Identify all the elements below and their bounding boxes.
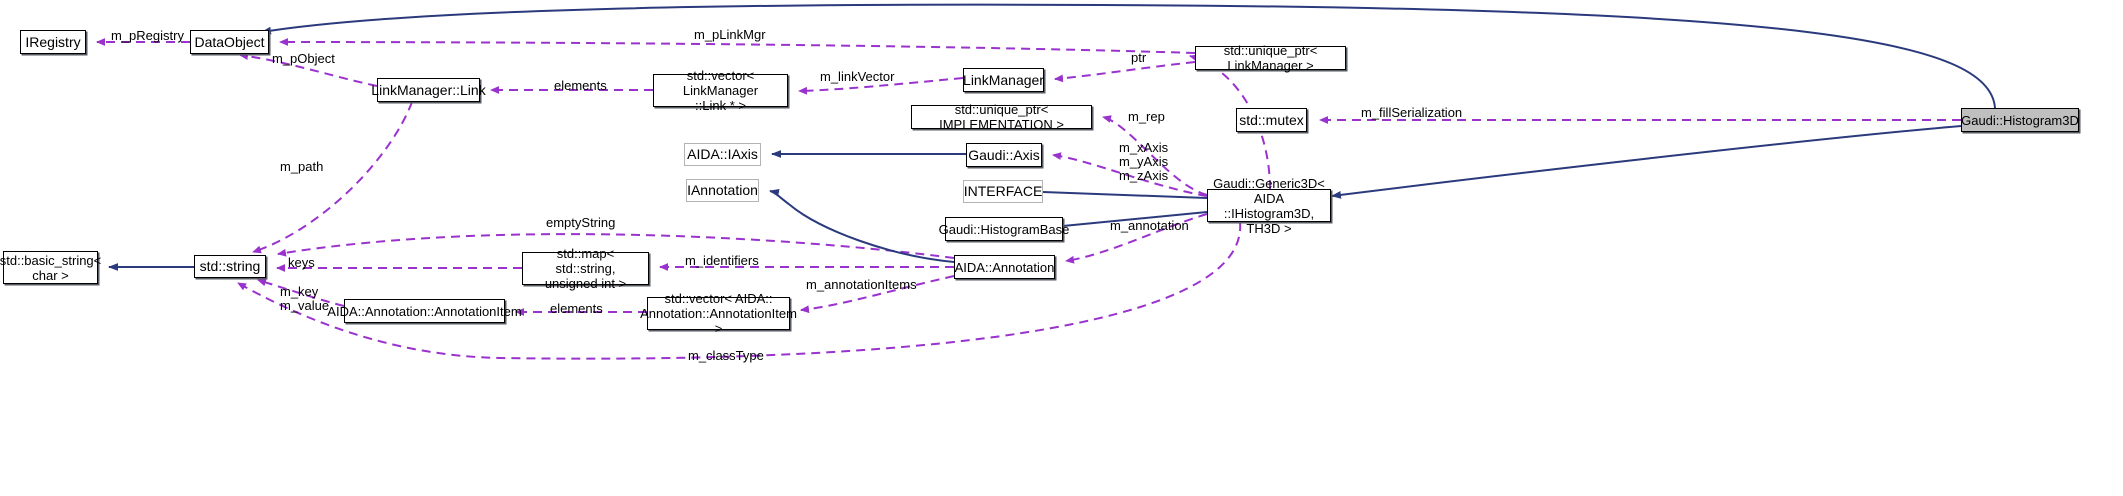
edge-m_rep (1102, 115, 1208, 196)
edge-generic3d-to-uniqlinkmgr (1189, 54, 1271, 190)
node-linkmanager[interactable]: LinkManager (963, 68, 1044, 92)
edge-label-emptyString: emptyString (546, 215, 616, 230)
node-interface[interactable]: INTERFACE (963, 180, 1043, 203)
edge-label-m_linkVector: m_linkVector (820, 69, 895, 84)
node-gaudi-axis[interactable]: Gaudi::Axis (966, 143, 1042, 167)
node-gaudi-histogram3d[interactable]: Gaudi::Histogram3D (1961, 108, 2079, 132)
edge-m_pLinkMgr (279, 38, 1196, 54)
node-gaudi-histogrambase[interactable]: Gaudi::HistogramBase (939, 217, 1069, 241)
node-iregistry[interactable]: IRegistry (20, 30, 86, 54)
node-linkmanager-link[interactable]: LinkManager::Link (371, 78, 486, 102)
edge-m_annotation (1065, 213, 1208, 264)
edge-label-m_classType: m_classType (688, 348, 764, 363)
node-aida-annotation[interactable]: AIDA::Annotation (954, 255, 1055, 279)
node-std-mutex[interactable]: std::mutex (1236, 108, 1307, 132)
edge-label-keys: keys (288, 255, 315, 270)
edge-label-m_rep: m_rep (1128, 109, 1165, 124)
edge-inherit-histobase-generic3d (1062, 211, 1208, 227)
node-std-basic-string[interactable]: std::basic_string< char > (0, 251, 102, 284)
edge-label-m_path: m_path (280, 159, 324, 174)
node-std-map-string-uint[interactable]: std::map< std::string, unsigned int > (522, 246, 649, 291)
edge-label-m_annotationItems: m_annotationItems (806, 277, 917, 292)
edge-m_path (252, 101, 413, 254)
edge-label-m_pObject: m_pObject (272, 51, 335, 66)
node-std-string[interactable]: std::string (194, 255, 266, 278)
edge-label-m_pRegistry: m_pRegistry (111, 28, 184, 43)
edge-label-m_identifiers: m_identifiers (685, 253, 759, 268)
node-vector-linkmanager-link[interactable]: std::vector< LinkManager ::Link * > (653, 68, 788, 113)
edge-ptr (1054, 61, 1196, 83)
edge-label-elements-link: elements (554, 78, 607, 93)
edge-label-m_annotation: m_annotation (1110, 218, 1189, 233)
edge-label-axes: m_xAxis m_yAxis m_zAxis (1119, 140, 1169, 183)
edge-inherit-histogram3d-generic3d (1331, 125, 1962, 199)
edge-emptyString (277, 233, 955, 259)
edge-label-m_key-m_value: m_key m_value (280, 284, 330, 313)
node-aida-iaxis[interactable]: AIDA::IAxis (684, 143, 761, 166)
edge-m_pObject (239, 52, 378, 87)
node-unique-ptr-implementation[interactable]: std::unique_ptr< IMPLEMENTATION > (911, 102, 1092, 132)
node-unique-ptr-linkmanager[interactable]: std::unique_ptr< LinkManager > (1195, 43, 1346, 73)
edge-inherit-interface-generic3d (1042, 191, 1208, 199)
node-dataobject[interactable]: DataObject (190, 30, 269, 54)
edge-m_classType (237, 221, 1242, 360)
node-gaudi-generic3d[interactable]: Gaudi::Generic3D< AIDA ::IHistogram3D, T… (1207, 176, 1331, 236)
edge-label-m_fillSerialization: m_fillSerialization (1361, 105, 1463, 120)
edge-inherit-annotation-iannotation (769, 188, 955, 263)
edge-m_annotationItems (800, 275, 955, 314)
edge-m_linkVector (798, 77, 964, 95)
edge-m_key-m_value (257, 278, 345, 307)
edge-m-axes (1052, 152, 1208, 197)
edge-inherit-histogram3d-dataobject (261, 3, 1996, 109)
node-vector-annotationitem[interactable]: std::vector< AIDA:: Annotation::Annotati… (640, 291, 797, 336)
node-iannotation[interactable]: IAnnotation (686, 179, 759, 202)
edge-label-ptr: ptr (1131, 50, 1147, 65)
edge-label-m_pLinkMgr: m_pLinkMgr (694, 27, 766, 42)
node-aida-annotation-annotationitem[interactable]: AIDA::Annotation::AnnotationItem (327, 299, 522, 323)
edge-label-elements-annot: elements (550, 301, 603, 316)
